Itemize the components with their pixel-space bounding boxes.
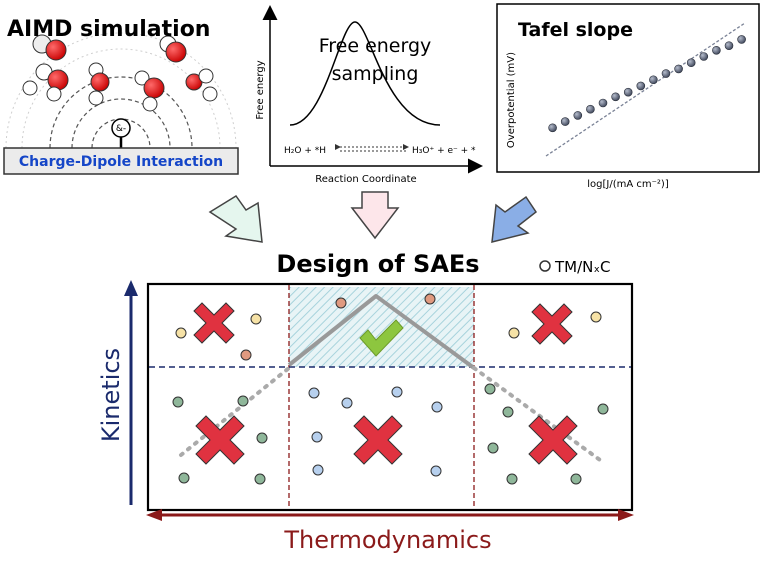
thermodynamics-label: Thermodynamics [283, 526, 491, 554]
arrow-from-tafel [491, 195, 538, 243]
catalyst-dot [250, 313, 262, 325]
legend-marker [539, 260, 551, 272]
water-molecule [35, 63, 69, 102]
tafel-point [724, 41, 734, 50]
catalyst-dot [424, 293, 436, 305]
catalyst-dot [431, 401, 443, 413]
x-mark-icon [531, 303, 573, 345]
catalyst-dot [237, 395, 249, 407]
catalyst-dot [484, 383, 496, 395]
reject-marks [193, 302, 578, 465]
x-mark-icon [193, 302, 235, 344]
tafel-point [661, 69, 671, 78]
catalyst-dot [506, 473, 518, 485]
x-mark-icon [195, 415, 245, 465]
check-mark-icon [359, 319, 404, 357]
catalyst-dot [391, 386, 403, 398]
catalyst-dot [430, 465, 442, 477]
x-mark-icon [528, 415, 578, 465]
tafel-point [737, 35, 746, 44]
tafel-panel: Tafel slope Overpotential (mV) log[J/(mA… [496, 3, 760, 190]
tafel-point [712, 45, 721, 55]
fe-product: H₃O⁺ + e⁻ + * [412, 146, 476, 156]
catalyst-dot [254, 473, 266, 485]
tafel-point [686, 58, 696, 68]
water-molecules [22, 34, 218, 112]
tafel-point [611, 92, 620, 102]
outer-arcs [5, 32, 237, 149]
charge-dipole-banner [3, 147, 239, 175]
catalyst-dot [311, 431, 323, 443]
tafel-point [598, 98, 608, 108]
catalyst-dot [508, 327, 520, 339]
tafel-point [623, 87, 633, 97]
volcano-extension-left [179, 366, 291, 457]
catalyst-dot [256, 432, 268, 444]
arrow-from-free-energy [350, 191, 400, 240]
water-molecule [185, 68, 218, 102]
legend-label: TM/NₓC [554, 258, 611, 276]
tafel-point [636, 81, 646, 91]
tafel-point [674, 64, 683, 74]
charge-dipole-label: Charge-Dipole Interaction [19, 154, 223, 170]
water-molecule [22, 80, 38, 96]
catalyst-dot [308, 387, 320, 399]
water-molecule [88, 62, 110, 106]
volcano-line [287, 294, 476, 370]
water-molecule [32, 34, 67, 61]
fe-title-line2: sampling [332, 63, 419, 85]
tafel-x-label: log[J/(mA cm⁻²)] [587, 179, 669, 190]
tafel-points [548, 35, 746, 133]
design-title: Design of SAEs [276, 250, 479, 278]
fe-title-line1: Free energy [319, 35, 432, 57]
tafel-y-label: Overpotential (mV) [506, 52, 517, 148]
catalyst-dot [178, 472, 190, 484]
aimd-title: AIMD simulation [7, 17, 210, 42]
design-frame [146, 282, 634, 512]
charge-label: &- [116, 124, 126, 134]
thermo-arrowhead-right [618, 509, 634, 521]
kinetics-arrowhead [124, 280, 138, 296]
x-mark-icon [353, 415, 403, 465]
catalyst-dot [312, 464, 324, 476]
volcano-extension-right [472, 366, 602, 462]
flow-arrows [208, 191, 538, 243]
tafel-point [560, 117, 570, 126]
catalyst-dot [570, 473, 582, 485]
tafel-point [586, 104, 595, 114]
water-molecule [159, 35, 187, 63]
catalyst-dots [172, 293, 609, 485]
catalyst-dot [240, 349, 252, 361]
kinetics-label: Kinetics [97, 348, 125, 442]
catalyst-dot [172, 396, 184, 408]
tafel-title: Tafel slope [518, 19, 633, 41]
thermo-arrowhead-left [146, 509, 162, 521]
catalyst-dot [590, 311, 602, 323]
fe-reactant: H₂O + *H [284, 146, 326, 156]
charge-center [111, 118, 131, 138]
tafel-point [548, 123, 557, 133]
catalyst-dot [502, 406, 514, 418]
catalyst-dot [341, 397, 353, 409]
catalyst-dot [175, 327, 187, 339]
free-energy-panel: Free energy Reaction Coordinate Free ene… [255, 5, 483, 185]
tafel-point [573, 111, 583, 120]
catalyst-dot [487, 442, 499, 454]
tafel-point [649, 75, 658, 85]
design-panel: Design of SAEs TM/NₓC [97, 250, 634, 554]
arrow-from-aimd [208, 194, 263, 243]
fe-y-label: Free energy [255, 60, 266, 119]
fe-barrier-curve [289, 21, 441, 126]
fe-x-label: Reaction Coordinate [315, 174, 416, 185]
aimd-panel: &- [3, 17, 239, 175]
catalyst-dot [597, 403, 609, 415]
water-molecule [134, 70, 165, 112]
tafel-point [699, 52, 709, 61]
catalyst-dot [335, 297, 347, 309]
